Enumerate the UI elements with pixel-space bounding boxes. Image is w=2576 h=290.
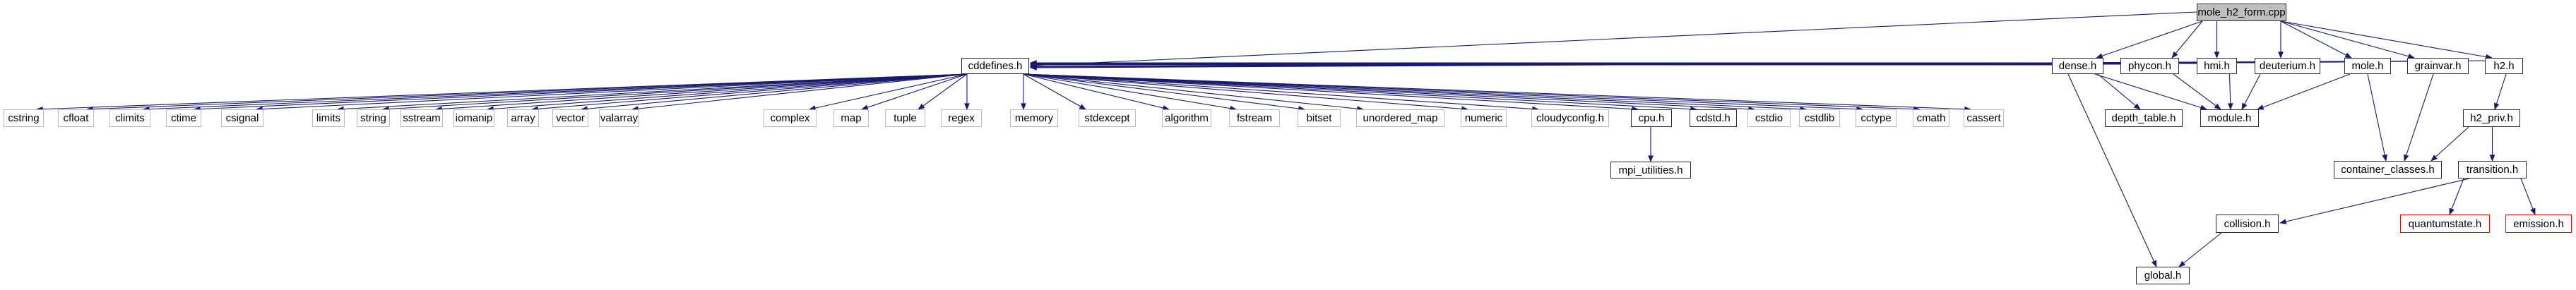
edge-mole-h2-form-cpp-to-grainvar-h [2280,20,2415,59]
edge-cddefines-h-to-array [531,73,968,112]
node-global-h[interactable]: global.h [2136,267,2190,284]
edge-mole-h2-form-cpp-to-mole-h [2280,20,2352,59]
node-ctime: ctime [166,109,201,127]
edge-cddefines-h-to-iomanip [487,73,968,112]
node-grainvar-h[interactable]: grainvar.h [2407,58,2469,74]
edge-transition-h-to-collision-h [2279,178,2470,224]
node-h2-priv-h[interactable]: h2_priv.h [2463,109,2520,127]
node-module-h[interactable]: module.h [2200,109,2259,127]
edge-dense-h-to-module-h [2094,73,2207,111]
edge-cddefines-h-to-sstream [435,73,968,112]
edge-cddefines-h-to-cloudyconfig-h [1023,73,1539,112]
edge-dense-h-to-depth-table-h [2097,73,2141,110]
node-cstring: cstring [4,109,44,127]
node-cfloat: cfloat [58,109,94,127]
node-collision-h[interactable]: collision.h [2216,215,2279,233]
node-cdstd-h[interactable]: cdstd.h [1690,109,1737,127]
node-regex: regex [941,109,982,127]
edge-cddefines-h-to-tuple [918,73,968,110]
edge-cddefines-h-to-valarray [631,73,968,111]
node-array: array [507,109,539,127]
edge-cddefines-h-to-cdstd-h [1023,73,1697,112]
node-mpi-utilities-h[interactable]: mpi_utilities.h [1610,162,1691,179]
edge-mole-h2-form-cpp-to-phycon-h [2171,20,2203,59]
edge-cddefines-h-to-vector [581,73,968,112]
edge-transition-h-to-emission-h [2520,178,2536,215]
node-valarray: valarray [599,109,639,127]
edge-mole-h2-form-cpp-to-dense-h [2096,20,2203,59]
edge-dense-h-to-global-h [2067,73,2157,267]
node-limits: limits [312,109,345,127]
node-mole-h2-form-cpp: mole_h2_form.cpp [2197,4,2286,21]
edge-cddefines-h-to-cfloat [86,73,968,112]
node-cassert: cassert [1964,109,2004,127]
node-deuterium-h[interactable]: deuterium.h [2255,58,2320,74]
node-unordered-map: unordered_map [1356,109,1444,127]
edge-cddefines-h-to-fstream [1023,73,1237,111]
node-string: string [357,109,390,127]
node-algorithm: algorithm [1162,109,1211,127]
node-iomanip: iomanip [453,109,494,127]
edge-h2-h-to-h2-priv-h [2493,73,2507,110]
node-cstdio: cstdio [1747,109,1791,127]
node-csignal: csignal [221,109,263,127]
node-cloudyconfig-h: cloudyconfig.h [1531,109,1609,127]
edge-cddefines-h-to-limits [337,73,968,112]
edge-cddefines-h-to-bitset [1023,73,1305,111]
edge-cddefines-h-to-cstdlib [1023,73,1807,112]
edge-cddefines-h-to-cassert [1023,73,1971,112]
node-cctype: cctype [1856,109,1897,127]
node-quantumstate-h[interactable]: quantumstate.h [2400,215,2490,233]
node-map: map [833,109,869,127]
node-memory: memory [1010,109,1058,127]
edge-h2-h-to-cddefines-h [1030,60,2486,71]
node-bitset: bitset [1298,109,1341,127]
node-climits: climits [109,109,150,127]
node-numeric: numeric [1461,109,1507,127]
node-container-classes-h[interactable]: container_classes.h [2334,161,2442,179]
node-mole-h[interactable]: mole.h [2344,58,2391,74]
edge-group [36,11,2536,267]
node-sstream: sstream [400,109,443,127]
edge-cddefines-h-to-ctime [194,73,968,112]
node-vector: vector [552,109,588,127]
edge-cddefines-h-to-stdexcept [1023,73,1086,110]
edge-cddefines-h-to-numeric [1023,73,1468,112]
edge-grainvar-h-to-container-classes-h [2404,73,2434,162]
edge-mole-h2-form-cpp-to-cddefines-h [1030,11,2197,68]
node-h2-h[interactable]: h2.h [2485,58,2523,74]
node-phycon-h[interactable]: phycon.h [2120,58,2179,74]
edge-transition-h-to-quantumstate-h [2449,178,2464,215]
edge-h2-priv-h-to-container-classes-h [2430,126,2469,162]
node-fstream: fstream [1229,109,1280,127]
edge-mole-h-to-container-classes-h [2367,73,2387,162]
edge-cddefines-h-to-cpu-h [1023,73,1639,112]
edge-deuterium-h-to-module-h [2241,73,2261,110]
node-cddefines-h[interactable]: cddefines.h [961,58,1029,74]
edge-mole-h2-form-cpp-to-h2-h [2280,20,2493,60]
node-cmath: cmath [1913,109,1949,127]
edge-cddefines-h-to-csignal [256,73,968,112]
node-depth-table-h[interactable]: depth_table.h [2105,109,2183,127]
edge-mole-h-to-module-h [2257,73,2351,110]
edge-phycon-h-to-module-h [2173,73,2221,110]
node-hmi-h[interactable]: hmi.h [2197,58,2237,74]
node-complex: complex [764,109,817,127]
edge-hmi-h-to-module-h [2227,73,2233,110]
node-cstdlib: cstdlib [1799,109,1840,127]
node-tuple: tuple [885,109,925,127]
edge-cddefines-h-to-map [861,73,968,110]
node-cpu-h[interactable]: cpu.h [1631,109,1672,127]
edge-cddefines-h-to-string [382,73,968,112]
node-dense-h[interactable]: dense.h [2052,58,2103,74]
node-transition-h[interactable]: transition.h [2458,161,2527,179]
edge-cddefines-h-to-algorithm [1023,73,1170,111]
node-stdexcept: stdexcept [1079,109,1136,127]
edge-cddefines-h-to-unordered-map [1023,73,1364,111]
edge-cddefines-h-to-complex [809,73,968,111]
node-emission-h[interactable]: emission.h [2505,215,2572,233]
edge-collision-h-to-global-h [2178,232,2222,267]
